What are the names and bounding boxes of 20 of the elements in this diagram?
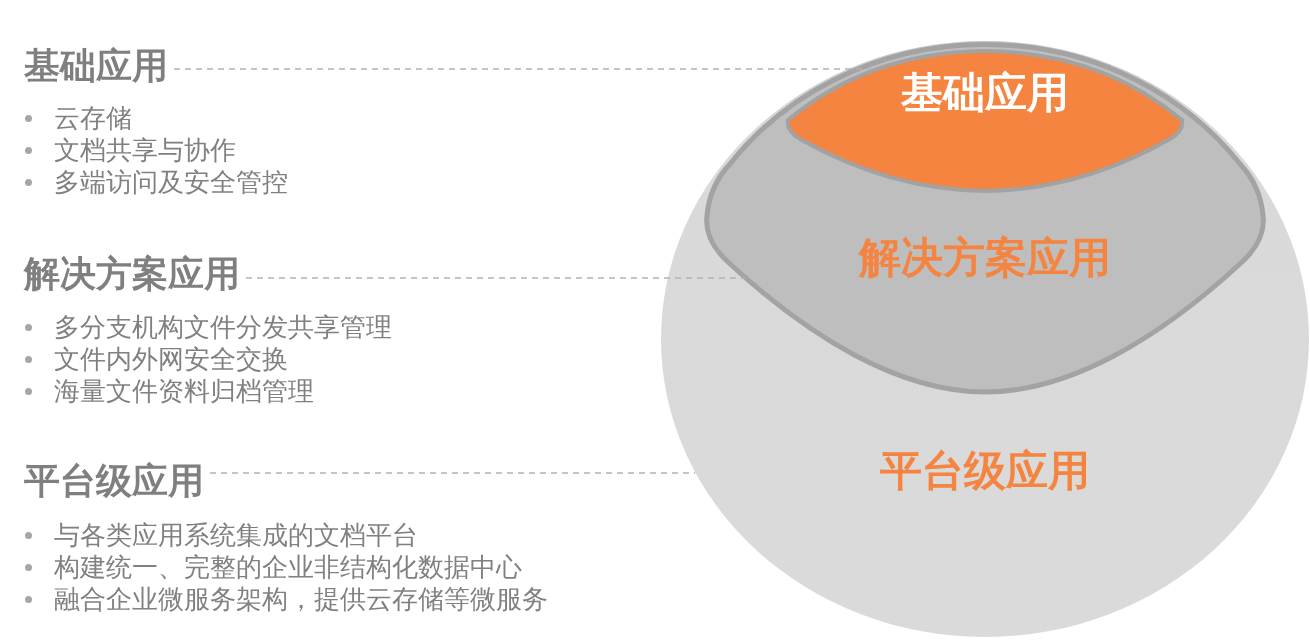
layer-label: 平台级应用: [880, 447, 1090, 495]
bullet-text: 海量文件资料归档管理: [54, 376, 314, 406]
section-heading: 基础应用: [24, 46, 168, 86]
bullet-text: 云存储: [54, 103, 132, 133]
middle-layer: [703, 40, 1268, 396]
bullet-text: 融合企业微服务架构，提供云存储等微服务: [54, 584, 548, 614]
leader-line: [209, 472, 696, 474]
bullet-text: 文档共享与协作: [54, 135, 236, 165]
layer-label: 基础应用: [901, 69, 1069, 117]
layer-label: 解决方案应用: [859, 234, 1111, 282]
bullet-text: 构建统一、完整的企业非结构化数据中心: [54, 552, 522, 582]
bullet-text: 文件内外网安全交换: [54, 344, 288, 374]
leader-line: [245, 277, 746, 279]
bullet-text: 多分支机构文件分发共享管理: [54, 312, 392, 342]
top-cap-layer: [784, 48, 1186, 195]
bullet-text: 多端访问及安全管控: [54, 167, 288, 197]
sphere-layer: [660, 40, 1310, 639]
section-heading: 平台级应用: [24, 461, 204, 501]
bullet-text: 与各类应用系统集成的文档平台: [54, 520, 418, 550]
section-heading: 解决方案应用: [24, 254, 240, 294]
